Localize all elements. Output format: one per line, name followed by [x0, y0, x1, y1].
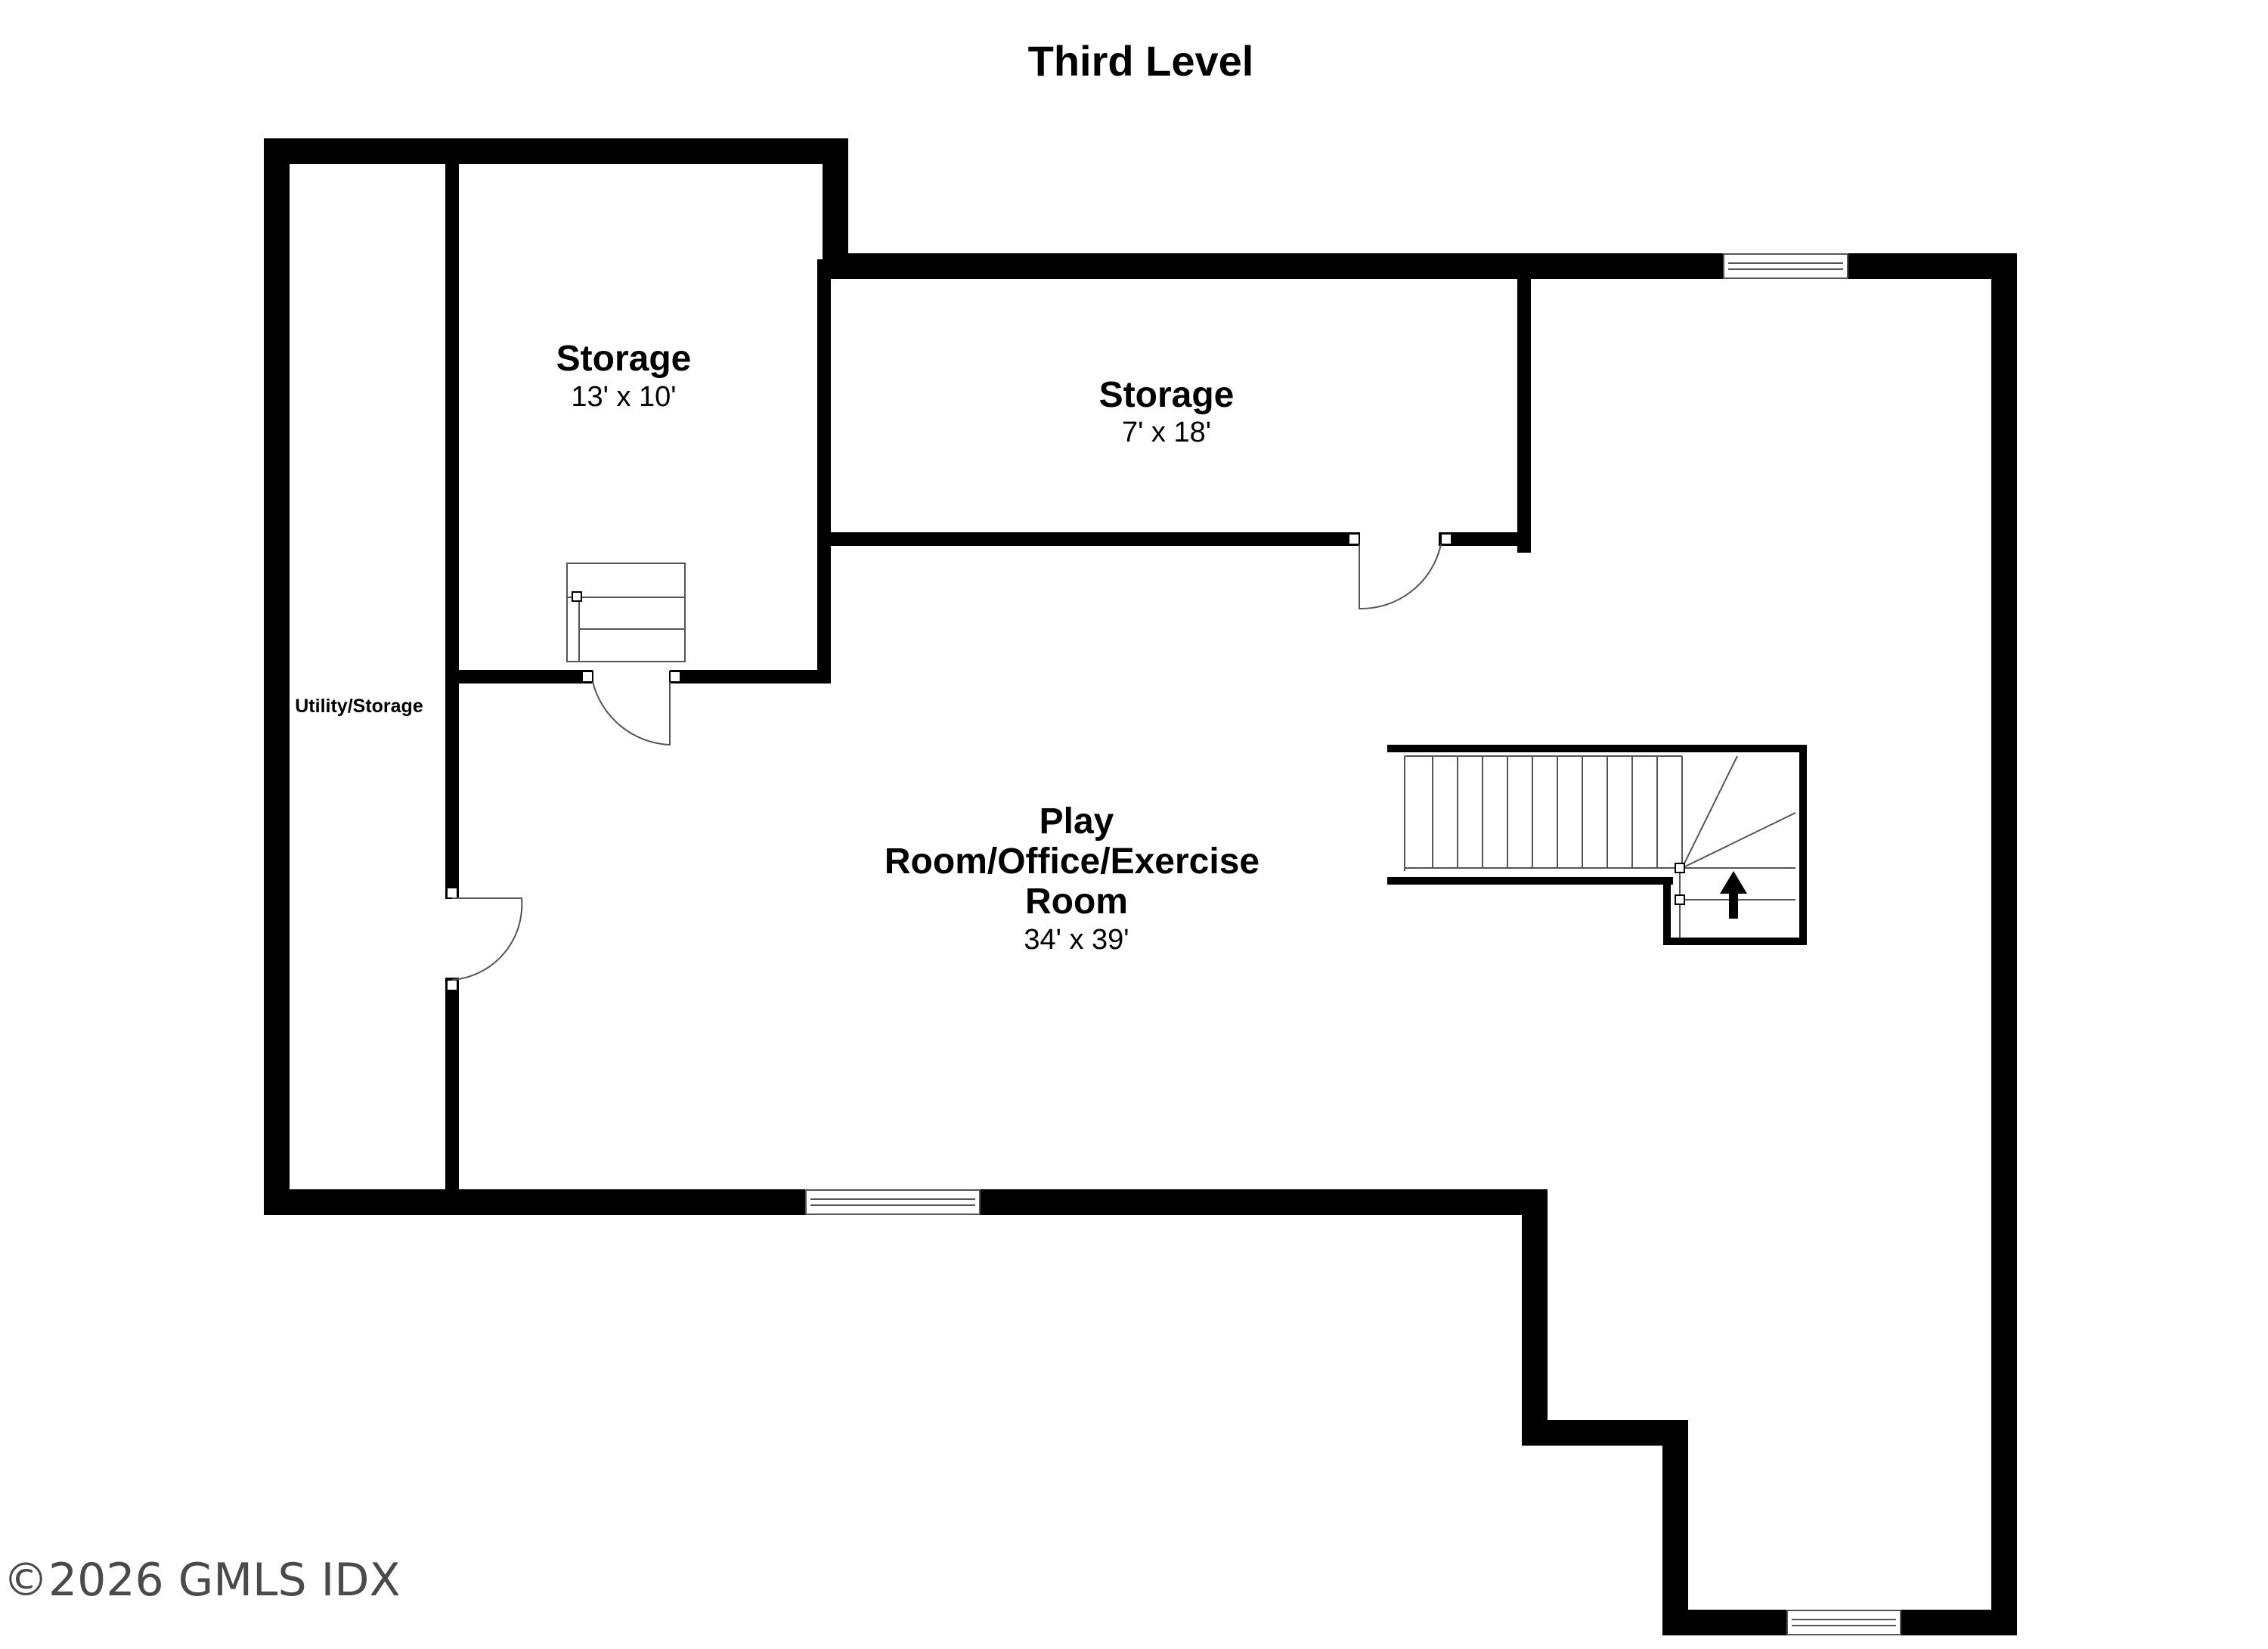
main-staircase: [1387, 745, 1807, 945]
door-storage-a: [581, 671, 681, 746]
room-size: 13' x 10': [571, 381, 676, 413]
room-name: Storage: [556, 339, 692, 379]
room-name: Storage: [1099, 375, 1235, 415]
interior-walls: [445, 155, 1531, 1198]
room-storage-a: Storage 13' x 10': [556, 339, 692, 413]
exterior-walls: [264, 138, 2017, 1635]
room-utility-storage: Utility/Storage: [295, 696, 423, 717]
room-name-line-1: Play: [1040, 801, 1114, 842]
room-size: 34' x 39': [1024, 924, 1129, 956]
room-name: Utility/Storage: [295, 696, 423, 717]
watermark: ©2026 GMLS IDX: [3, 1554, 401, 1607]
room-name-line-3: Room: [1025, 882, 1128, 922]
small-stair: [566, 563, 686, 662]
up-arrow-icon: [1720, 871, 1747, 919]
room-size: 7' x 18': [1122, 417, 1211, 448]
door-storage-b: [1348, 533, 1452, 610]
door-utility: [446, 887, 523, 991]
room-play: Play Room/Office/Exercise Room 34' x 39': [885, 801, 1259, 956]
room-name-line-2: Room/Office/Exercise: [885, 842, 1259, 882]
window-top: [1723, 253, 1848, 279]
room-storage-b: Storage 7' x 18': [1099, 375, 1235, 448]
floor-title: Third Level: [1028, 37, 1254, 85]
window-bottom-left: [805, 1189, 981, 1215]
window-bottom-right: [1786, 1610, 1901, 1635]
